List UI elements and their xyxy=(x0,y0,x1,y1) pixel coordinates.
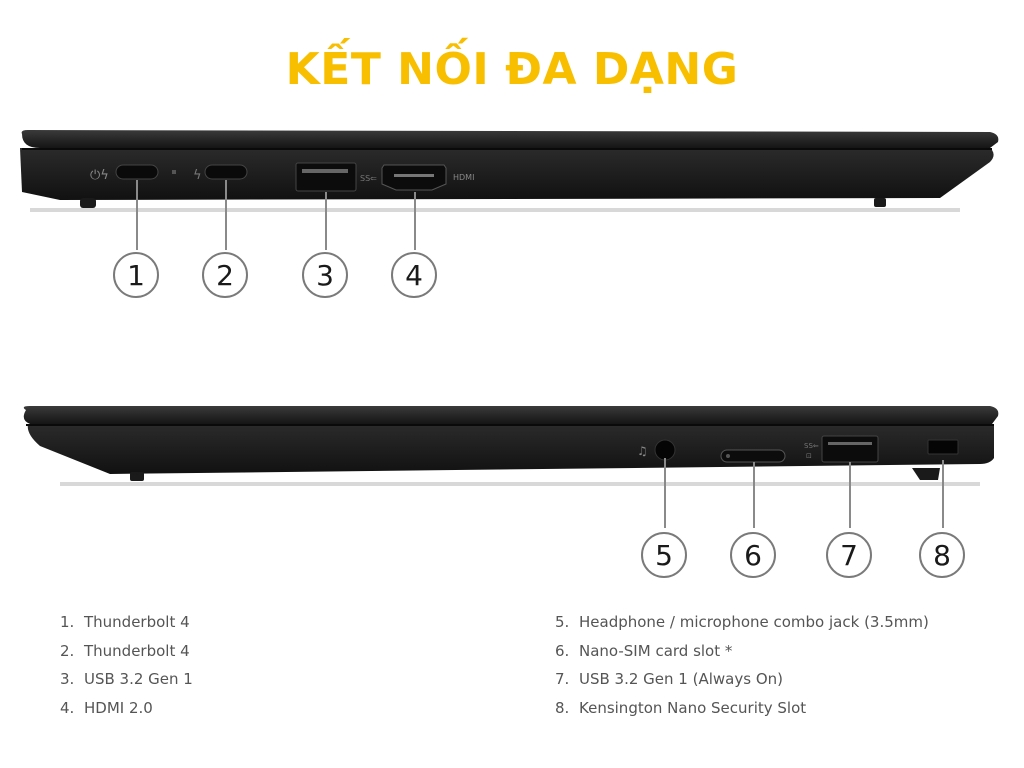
callout-3: 3 xyxy=(302,252,348,298)
laptop-right-side-view: ♫ SS⇐ ⊡ xyxy=(0,398,1024,498)
svg-text:♫: ♫ xyxy=(637,444,648,458)
laptop-right-side-illustration: ♫ SS⇐ ⊡ xyxy=(23,406,999,486)
leader-line-6 xyxy=(753,462,755,528)
callout-8: 8 xyxy=(919,532,965,578)
power-thunderbolt-icon: ⏻ϟ xyxy=(90,168,109,183)
legend-item: 6.Nano-SIM card slot * xyxy=(555,641,733,660)
legend-item: 7.USB 3.2 Gen 1 (Always On) xyxy=(555,670,783,688)
svg-text:SS⇐: SS⇐ xyxy=(360,174,377,183)
legend-left: 1.Thunderbolt 4 2.Thunderbolt 4 3.USB 3.… xyxy=(60,608,193,722)
svg-text:ϟ: ϟ xyxy=(193,168,202,183)
page-title: KẾT NỐI ĐA DẠNG xyxy=(285,44,739,95)
leader-line-1 xyxy=(136,180,138,250)
leader-line-4 xyxy=(414,192,416,250)
leader-line-3 xyxy=(325,192,327,250)
callout-7: 7 xyxy=(826,532,872,578)
callout-4: 4 xyxy=(391,252,437,298)
legend-item: 3.USB 3.2 Gen 1 xyxy=(60,670,193,688)
legend-item: 2.Thunderbolt 4 xyxy=(60,641,190,660)
leader-line-7 xyxy=(849,462,851,528)
svg-text:SS⇐: SS⇐ xyxy=(804,442,819,450)
callout-2: 2 xyxy=(202,252,248,298)
laptop-left-side-view: ⏻ϟ ϟ SS⇐ HDMI xyxy=(0,122,1024,222)
leader-line-5 xyxy=(664,458,666,528)
legend-item: 8.Kensington Nano Security Slot xyxy=(555,698,807,717)
leader-line-2 xyxy=(225,180,227,250)
legend-item: 1.Thunderbolt 4 xyxy=(60,613,190,631)
hdmi-port-label: HDMI xyxy=(453,173,475,182)
leader-line-8 xyxy=(942,460,944,528)
legend-item: 4.HDMI 2.0 xyxy=(60,698,153,717)
callout-1: 1 xyxy=(113,252,159,298)
laptop-left-side-illustration: ⏻ϟ ϟ SS⇐ xyxy=(20,130,999,212)
svg-text:⏻ϟ: ⏻ϟ xyxy=(90,168,109,183)
callout-5: 5 xyxy=(641,532,687,578)
svg-text:⊡: ⊡ xyxy=(806,452,812,460)
legend-item: 5.Headphone / microphone combo jack (3.5… xyxy=(555,613,929,631)
legend-right: 5.Headphone / microphone combo jack (3.5… xyxy=(555,608,929,722)
callout-6: 6 xyxy=(730,532,776,578)
